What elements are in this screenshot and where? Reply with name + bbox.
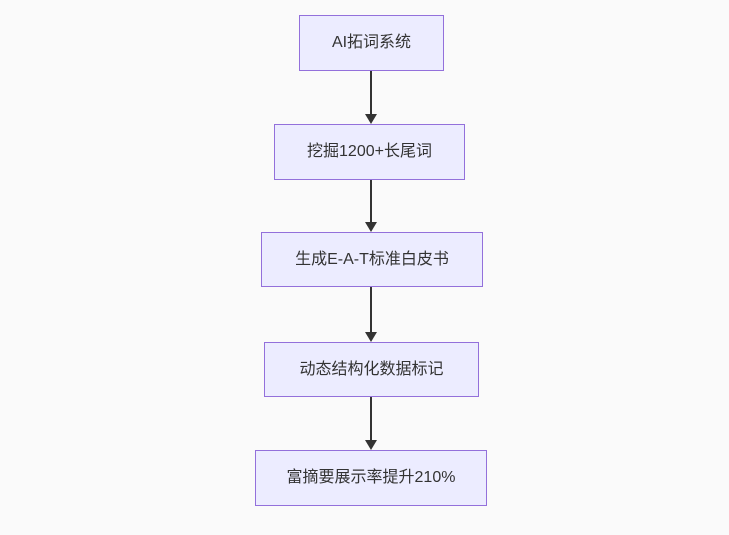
arrow-head bbox=[365, 222, 377, 232]
flowchart-node: 富摘要展示率提升210% bbox=[255, 450, 487, 506]
arrow-line bbox=[370, 397, 372, 440]
edge-arrow bbox=[365, 71, 377, 124]
flowchart-node: 挖掘1200+长尾词 bbox=[274, 124, 465, 180]
flowchart-node: AI拓词系统 bbox=[299, 15, 444, 71]
edge-arrow bbox=[365, 180, 377, 232]
arrow-head bbox=[365, 440, 377, 450]
edge-arrow bbox=[365, 287, 377, 342]
flowchart-node: 生成E-A-T标准白皮书 bbox=[261, 232, 483, 287]
node-label: 富摘要展示率提升210% bbox=[286, 469, 456, 486]
flowchart-node: 动态结构化数据标记 bbox=[264, 342, 479, 397]
node-label: AI拓词系统 bbox=[331, 34, 412, 51]
arrow-line bbox=[370, 287, 372, 332]
arrow-head bbox=[365, 114, 377, 124]
edge-arrow bbox=[365, 397, 377, 450]
arrow-line bbox=[370, 71, 372, 114]
node-label: 挖掘1200+长尾词 bbox=[307, 143, 432, 160]
arrow-head bbox=[365, 332, 377, 342]
arrow-line bbox=[370, 180, 372, 222]
node-label: 动态结构化数据标记 bbox=[299, 360, 444, 378]
node-label: 生成E-A-T标准白皮书 bbox=[295, 250, 449, 268]
